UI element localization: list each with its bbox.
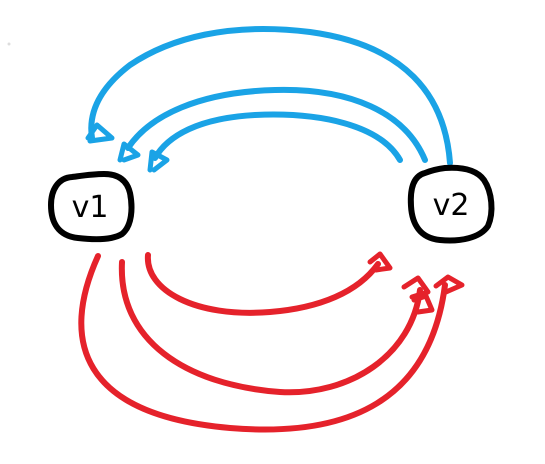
- edge-v2-v1-outer: [88, 26, 453, 166]
- edge-v1-v2-outer: [78, 253, 448, 433]
- node-v2-box: [407, 164, 495, 244]
- node-v2: v2: [407, 164, 495, 244]
- arrowhead-v1-v2-inner: [367, 251, 393, 273]
- arrowhead-v1-v2-outer: [433, 274, 465, 295]
- arrowhead-v2-v1-inner: [147, 149, 170, 173]
- node-v1-box: [48, 171, 135, 243]
- arrowhead-v2-v1-outer: [85, 122, 115, 144]
- edge-v1-v2-inner: [144, 252, 381, 316]
- arrowhead-v1-v2-middle: [401, 275, 431, 300]
- edge-v2-v1-inner: [152, 111, 403, 163]
- edge-v2-v1-middle: [125, 86, 428, 163]
- node-v2-label: v2: [433, 188, 470, 223]
- stray-dot: [7, 42, 11, 46]
- node-v1: v1: [48, 171, 135, 243]
- edge-v1-v2-middle: [118, 259, 423, 396]
- arrowhead-v2-v1-middle: [117, 141, 141, 163]
- arrowhead-v1-v2-middle-b: [411, 293, 435, 315]
- node-v1-label: v1: [72, 190, 109, 225]
